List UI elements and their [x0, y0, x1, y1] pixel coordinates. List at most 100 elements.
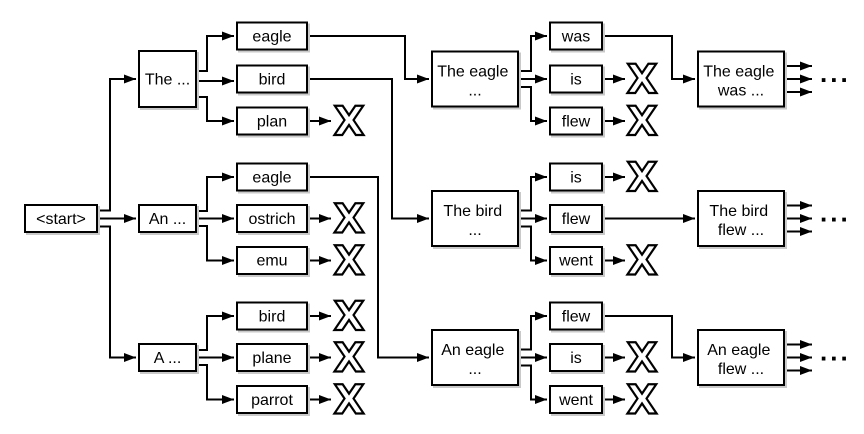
edge-the-plan	[196, 96, 234, 126]
node-is-after-the-eagle: is	[549, 64, 603, 94]
node-was: was	[549, 21, 603, 51]
edge-eagle-to-an-eagle	[307, 176, 429, 362]
node-label-line2: ...	[468, 83, 481, 100]
node-label: plane	[252, 350, 291, 367]
box-outline	[431, 329, 519, 386]
edge-the-eagle-was	[518, 31, 547, 72]
pruned-x-flew1: X	[627, 99, 658, 145]
node-label: emu	[256, 253, 287, 270]
node-bird-after-a: bird	[236, 301, 308, 331]
edge-an-eagle	[196, 172, 234, 212]
box-outline	[549, 301, 603, 331]
node-label-line1: The bird	[709, 203, 768, 220]
node-label-line2: flew ...	[718, 222, 764, 239]
node-label: flew	[562, 309, 591, 326]
node-the-eagle: The eagle ...	[431, 50, 519, 108]
node-eagle-after-the: eagle	[236, 21, 308, 51]
box-outline	[236, 204, 308, 233]
node-start: <start>	[24, 204, 98, 233]
node-plane-after-a: plane	[236, 343, 308, 372]
edge-an-emu	[196, 225, 234, 265]
edge-flew-to-an-eagle-flew	[602, 315, 695, 362]
box-outline	[236, 21, 308, 51]
pruned-x-bird2: X	[334, 294, 365, 340]
box-outline	[236, 246, 308, 275]
node-label: eagle	[252, 29, 291, 46]
box-outline	[549, 204, 603, 233]
node-label: bird	[259, 72, 286, 89]
box-outline	[697, 190, 785, 247]
edge-an-eagle-flew	[518, 311, 547, 351]
node-label: An eagle ...	[441, 342, 509, 378]
edge-bird-to-the-bird	[307, 78, 429, 223]
edge-start-the	[97, 74, 136, 212]
node-label-line2: flew ...	[718, 361, 764, 378]
pruned-x-went2: X	[627, 378, 658, 424]
node-went-after-the-bird: went	[549, 246, 603, 275]
node-flew-after-the-eagle: flew	[549, 106, 603, 136]
box-outline	[236, 343, 308, 372]
pruned-x-went1: X	[627, 239, 658, 285]
node-parrot-after-a: parrot	[236, 385, 308, 414]
box-outline	[549, 246, 603, 275]
box-outline	[236, 301, 308, 331]
node-a: A ...	[138, 343, 197, 372]
node-flew-after-the-bird: flew	[549, 204, 603, 233]
box-outline	[549, 106, 603, 136]
node-an-eagle-flew: An eagle flew ...	[697, 329, 785, 386]
node-an: An ...	[138, 204, 197, 233]
node-label-line1: An eagle	[707, 342, 770, 359]
edge-an-eagle-went	[518, 364, 547, 404]
node-label: went	[558, 253, 593, 270]
pruned-x-is2: X	[627, 155, 658, 201]
node-label: plan	[257, 114, 287, 131]
node-label: went	[558, 392, 593, 409]
box-outline	[138, 343, 197, 372]
node-label: was	[561, 29, 590, 46]
node-label-line2: was ...	[717, 83, 764, 100]
box-outline	[549, 162, 603, 192]
continuation-ellipsis-2: ...	[820, 198, 851, 228]
edge-a-parrot	[196, 364, 234, 404]
node-label: The ...	[145, 72, 190, 89]
node-label-line1: The eagle	[437, 64, 508, 81]
node-label: ostrich	[248, 211, 295, 228]
pruned-x-emu: X	[334, 239, 365, 285]
box-outline	[431, 50, 519, 108]
box-outline	[236, 106, 308, 136]
pruned-x-plane: X	[334, 336, 365, 382]
edge-the-bird-went	[518, 225, 547, 265]
edge-the-bird-is	[518, 172, 547, 212]
node-label: bird	[259, 309, 286, 326]
node-the: The ...	[138, 50, 197, 108]
box-outline	[24, 204, 98, 233]
edge-the-eagle-flew	[518, 86, 547, 126]
node-label-line1: The bird	[443, 203, 502, 220]
node-label-line1: An eagle	[441, 342, 504, 359]
pruned-x-ostrich: X	[334, 197, 365, 243]
node-label: flew	[562, 211, 591, 228]
box-outline	[138, 204, 197, 233]
node-label: The eagle ...	[437, 64, 513, 100]
box-outline	[236, 162, 308, 192]
edge-start-a	[97, 225, 136, 362]
node-label: An eagle flew ...	[707, 342, 775, 378]
box-outline	[549, 64, 603, 94]
box-outline	[431, 190, 519, 247]
node-is-after-an-eagle: is	[549, 343, 603, 372]
node-label: parrot	[251, 392, 293, 409]
node-went-after-an-eagle: went	[549, 385, 603, 414]
node-label: The eagle was ...	[703, 64, 779, 100]
box-outline	[138, 50, 197, 108]
node-label-line2: ...	[468, 222, 481, 239]
node-label-line1: The eagle	[703, 64, 774, 81]
node-label: is	[570, 350, 582, 367]
node-label: flew	[562, 114, 591, 131]
pruned-x-is3: X	[627, 336, 658, 382]
edge-was-to-the-eagle-was	[602, 35, 695, 84]
node-the-bird: The bird ...	[431, 190, 519, 247]
pruned-x-is1: X	[627, 57, 658, 103]
node-emu-after-an: emu	[236, 246, 308, 275]
